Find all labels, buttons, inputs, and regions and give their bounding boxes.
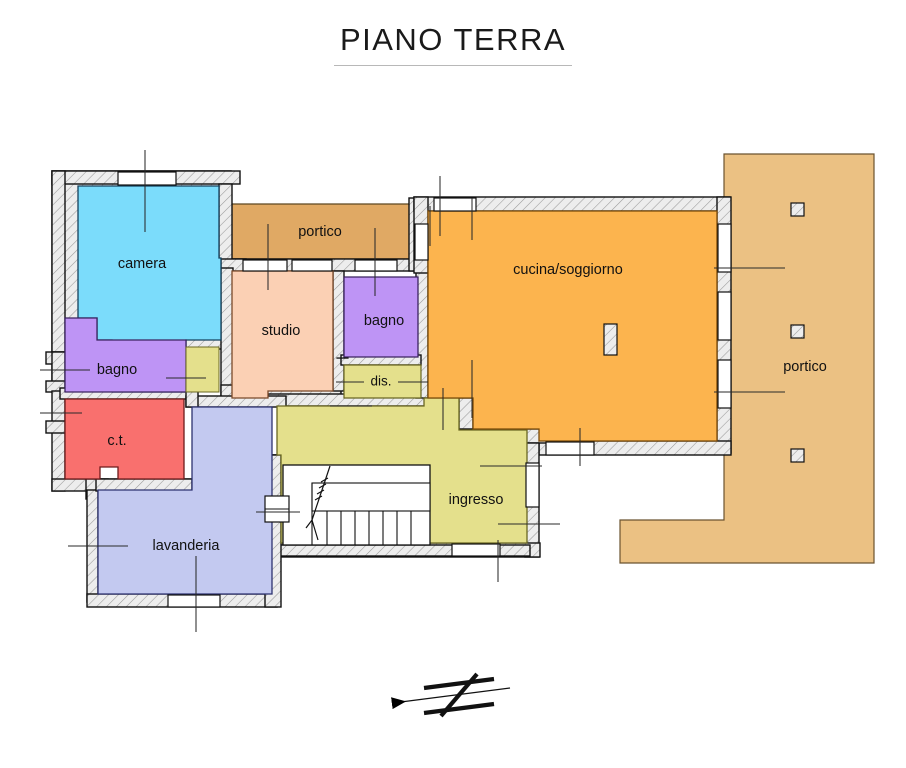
room-ct: c.t.	[64, 398, 185, 480]
room-dis: dis.	[343, 364, 422, 399]
room-label-dis: dis.	[370, 374, 391, 389]
room-label-bagno-2: bagno	[364, 313, 404, 329]
structural-column	[603, 323, 618, 356]
room-label-portico-top: portico	[298, 224, 342, 240]
room-label-cucina: cucina/soggiorno	[513, 262, 623, 278]
title-block: PIANO TERRA	[0, 22, 906, 66]
room-label-camera: camera	[118, 256, 167, 272]
north-arrow-icon	[391, 672, 511, 718]
room-bagno-2: bagno	[343, 276, 419, 358]
room-label-lavanderia: lavanderia	[153, 538, 221, 554]
room-cucina-soggiorno: cucina/soggiorno	[427, 210, 718, 442]
room-label-ct: c.t.	[107, 433, 126, 449]
room-label-ingresso: ingresso	[449, 492, 504, 508]
corridor-strip	[185, 346, 220, 393]
room-label-studio: studio	[262, 323, 301, 339]
portico-column	[790, 448, 805, 463]
room-bagno-1: bagno	[64, 317, 187, 393]
portico-top-label-group: portico	[298, 224, 342, 240]
room-studio: studio	[231, 270, 334, 399]
room-lavanderia: lavanderia	[97, 406, 273, 595]
room-label-bagno-1: bagno	[97, 362, 137, 378]
portico-column	[790, 324, 805, 339]
openings	[117, 171, 732, 608]
portico-right-label-group: portico	[783, 359, 827, 375]
room-portico-right	[619, 153, 875, 564]
portico-column	[790, 202, 805, 217]
room-label-portico-right: portico	[783, 359, 827, 375]
dimension-leaders	[40, 150, 785, 632]
page-title: PIANO TERRA	[333, 22, 573, 66]
staircase	[264, 464, 431, 546]
